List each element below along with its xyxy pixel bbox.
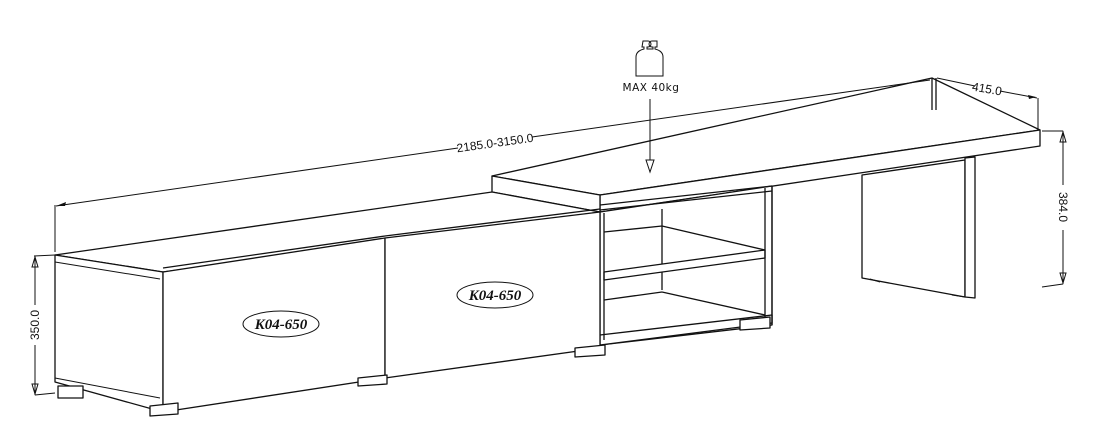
svg-text:384.0: 384.0 bbox=[1056, 192, 1070, 222]
svg-text:2185.0-3150.0: 2185.0-3150.0 bbox=[456, 131, 535, 156]
foot bbox=[739, 316, 771, 331]
height-right-dimension: 384.0 bbox=[1041, 130, 1070, 288]
depth-dimension: 415.0 bbox=[936, 77, 1039, 130]
foot bbox=[357, 374, 388, 387]
svg-text:K04-650: K04-650 bbox=[254, 317, 308, 333]
right-leg-panel bbox=[861, 159, 966, 298]
foot bbox=[574, 344, 606, 358]
max-load-indicator: MAX 40kg bbox=[623, 40, 680, 174]
svg-text:350.0: 350.0 bbox=[28, 310, 42, 340]
right-extension-unit bbox=[491, 77, 1041, 299]
right-leg-edge bbox=[964, 156, 976, 299]
drawer-label-center: K04-650 bbox=[456, 281, 534, 309]
svg-text:415.0: 415.0 bbox=[971, 79, 1003, 98]
foot bbox=[149, 402, 179, 417]
svg-text:K04-650: K04-650 bbox=[468, 288, 522, 304]
weight-icon bbox=[635, 40, 664, 77]
base-unit bbox=[54, 185, 773, 417]
foot bbox=[57, 385, 84, 399]
height-left-dimension: 350.0 bbox=[28, 254, 56, 396]
drawer-label-left: K04-650 bbox=[242, 310, 320, 338]
svg-text:MAX 40kg: MAX 40kg bbox=[623, 82, 680, 94]
